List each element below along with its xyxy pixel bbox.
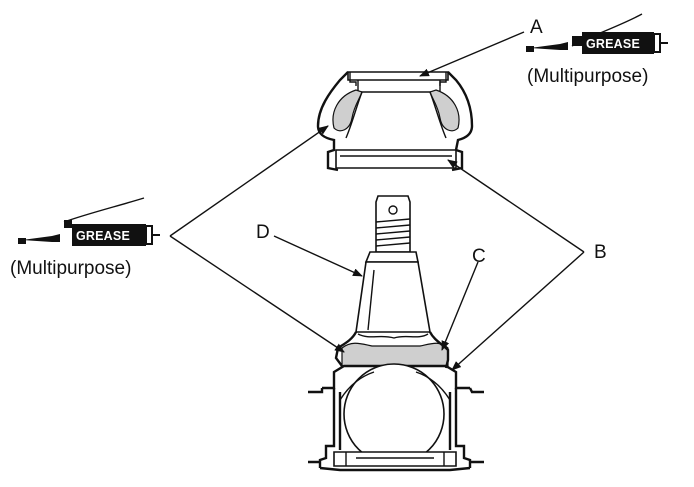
leader-lines (169, 31, 585, 371)
label-d: D (256, 222, 270, 243)
grease-label-top: GREASE (586, 37, 640, 51)
label-c: C (472, 246, 486, 267)
grease-gun-icon: GREASE (526, 13, 668, 54)
grease-label-left: GREASE (76, 229, 130, 243)
ball-joint-stud (355, 195, 431, 333)
grease-gun-icon-left: GREASE (18, 197, 160, 246)
callout-multipurpose-top: (Multipurpose) (527, 66, 648, 87)
label-a: A (530, 17, 543, 38)
dust-boot (316, 71, 474, 172)
callout-multipurpose-left: (Multipurpose) (10, 258, 131, 279)
ball-joint-housing (308, 331, 484, 472)
label-b: B (594, 242, 607, 263)
